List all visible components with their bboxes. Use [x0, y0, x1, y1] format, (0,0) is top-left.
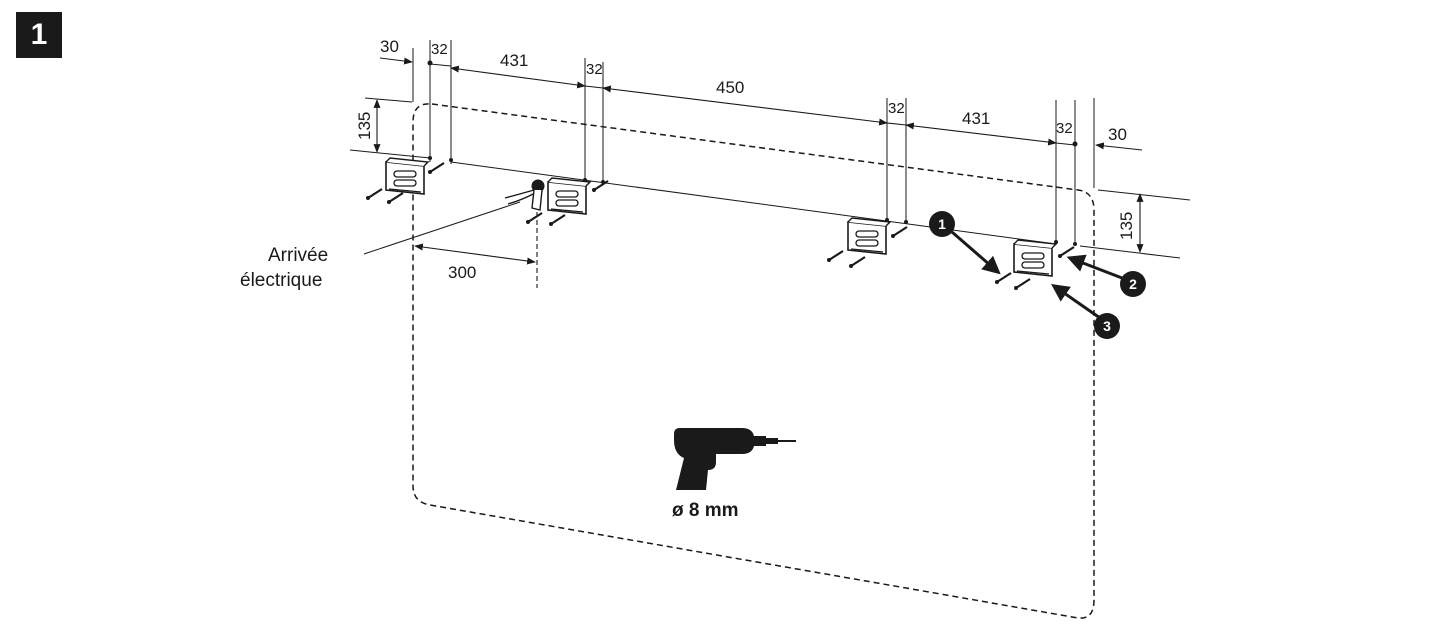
- callout-2: 2: [1120, 271, 1146, 297]
- dim-span-2: 431: [962, 109, 990, 128]
- callout-pointers: [951, 230, 1123, 320]
- dimension-arrows: [373, 57, 1144, 288]
- dim-right-offset: 30: [1108, 125, 1127, 144]
- wall-bracket-icon: [385, 157, 429, 195]
- drill-size-label: ø 8 mm: [672, 500, 739, 521]
- dim-height-right: 135: [1117, 212, 1136, 240]
- dim-span-middle: 450: [716, 78, 744, 97]
- drill-holes: [427, 60, 1078, 246]
- drill-icon: [674, 428, 796, 490]
- dim-span-1: 431: [500, 51, 528, 70]
- step-number: 1: [30, 18, 48, 51]
- power-label-line1: Arrivée: [268, 245, 328, 266]
- dim-left-offset: 30: [380, 37, 399, 56]
- callout-1-number: 1: [938, 216, 946, 232]
- dim-hole-gap-4: 32: [1056, 120, 1073, 137]
- wall-bracket-icon: [1013, 239, 1057, 277]
- dim-hole-gap-2: 32: [586, 61, 603, 78]
- callout-1: 1: [929, 211, 955, 237]
- dim-hole-gap-1: 32: [431, 41, 448, 58]
- power-label-line2: électrique: [240, 270, 322, 291]
- dim-height-left: 135: [355, 112, 374, 140]
- callout-3-number: 3: [1103, 318, 1111, 334]
- dim-power-offset: 300: [448, 263, 476, 282]
- step-number-badge: 1: [16, 12, 62, 58]
- callout-2-number: 2: [1129, 276, 1137, 292]
- power-cable-icon: [504, 179, 545, 211]
- wall-bracket-icon: [547, 177, 591, 215]
- wall-bracket-icon: [847, 217, 891, 255]
- appliance-outline: [412, 103, 1095, 619]
- power-label-leader: [363, 201, 521, 255]
- dim-hole-gap-3: 32: [888, 100, 905, 117]
- extension-lines: [349, 40, 1191, 259]
- callout-3: 3: [1094, 313, 1120, 339]
